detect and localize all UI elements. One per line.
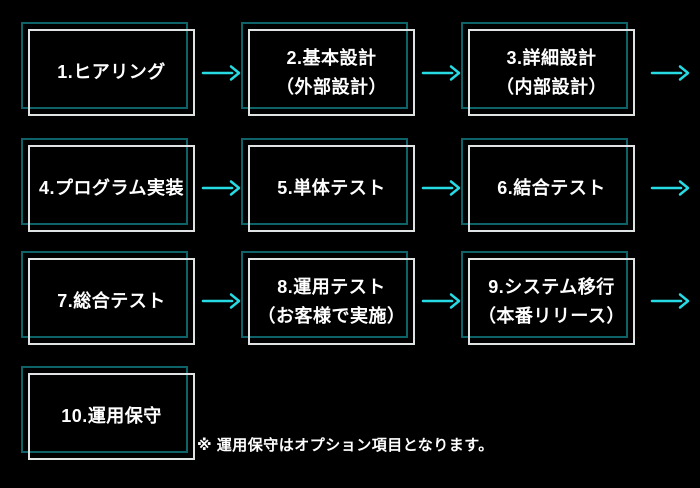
- step-panel: 1.ヒアリング: [28, 29, 195, 116]
- arrow-right-icon: [201, 293, 241, 309]
- step-label: 1.ヒアリング: [57, 62, 166, 82]
- arrow-right-icon: [650, 65, 690, 81]
- step-panel: 9.システム移行 （本番リリース）: [468, 258, 635, 345]
- arrow-right-icon: [421, 293, 461, 309]
- step-label: 4.プログラム実装: [39, 178, 184, 198]
- flow-step-4: 4.プログラム実装: [21, 138, 195, 232]
- flow-step-2: 2.基本設計 （外部設計）: [241, 22, 415, 116]
- ghost-border: [21, 366, 188, 453]
- step-sublabel: （外部設計）: [276, 76, 387, 97]
- flow-step-3: 3.詳細設計 （内部設計）: [461, 22, 635, 116]
- step-label: 5.単体テスト: [277, 178, 386, 198]
- step-label: 9.システム移行: [488, 276, 615, 297]
- flow-step-5: 5.単体テスト: [241, 138, 415, 232]
- step-panel: 5.単体テスト: [248, 145, 415, 232]
- flow-step-7: 7.総合テスト: [21, 251, 195, 345]
- arrow-right-icon: [650, 293, 690, 309]
- arrow-right-icon: [650, 180, 690, 196]
- ghost-border: [461, 22, 628, 109]
- ghost-border: [241, 251, 408, 338]
- ghost-border: [21, 22, 188, 109]
- flow-step-1: 1.ヒアリング: [21, 22, 195, 116]
- step-panel: 7.総合テスト: [28, 258, 195, 345]
- flow-step-8: 8.運用テスト （お客様で実施）: [241, 251, 415, 345]
- step-panel: 4.プログラム実装: [28, 145, 195, 232]
- step-panel: 3.詳細設計 （内部設計）: [468, 29, 635, 116]
- step-sublabel: （内部設計）: [496, 76, 607, 97]
- arrow-right-icon: [201, 65, 241, 81]
- ghost-border: [21, 251, 188, 338]
- step-panel: 10.運用保守: [28, 373, 195, 460]
- ghost-border: [241, 138, 408, 225]
- ghost-border: [461, 138, 628, 225]
- flow-step-10: 10.運用保守: [21, 366, 195, 460]
- step-label: 6.結合テスト: [497, 178, 606, 198]
- step-panel: 2.基本設計 （外部設計）: [248, 29, 415, 116]
- step-sublabel: （お客様で実施）: [257, 305, 406, 326]
- arrow-right-icon: [201, 180, 241, 196]
- ghost-border: [21, 138, 188, 225]
- arrow-right-icon: [421, 180, 461, 196]
- step-label: 3.詳細設計: [506, 47, 597, 68]
- step-label: 10.運用保守: [61, 406, 162, 426]
- arrow-right-icon: [421, 65, 461, 81]
- ghost-border: [241, 22, 408, 109]
- ghost-border: [461, 251, 628, 338]
- step-label: 8.運用テスト: [277, 276, 386, 297]
- footnote-text: ※ 運用保守はオプション項目となります。: [197, 437, 494, 454]
- step-panel: 6.結合テスト: [468, 145, 635, 232]
- flow-step-9: 9.システム移行 （本番リリース）: [461, 251, 635, 345]
- step-panel: 8.運用テスト （お客様で実施）: [248, 258, 415, 345]
- step-sublabel: （本番リリース）: [477, 305, 626, 326]
- step-label: 2.基本設計: [286, 47, 377, 68]
- step-label: 7.総合テスト: [57, 291, 166, 311]
- flow-step-6: 6.結合テスト: [461, 138, 635, 232]
